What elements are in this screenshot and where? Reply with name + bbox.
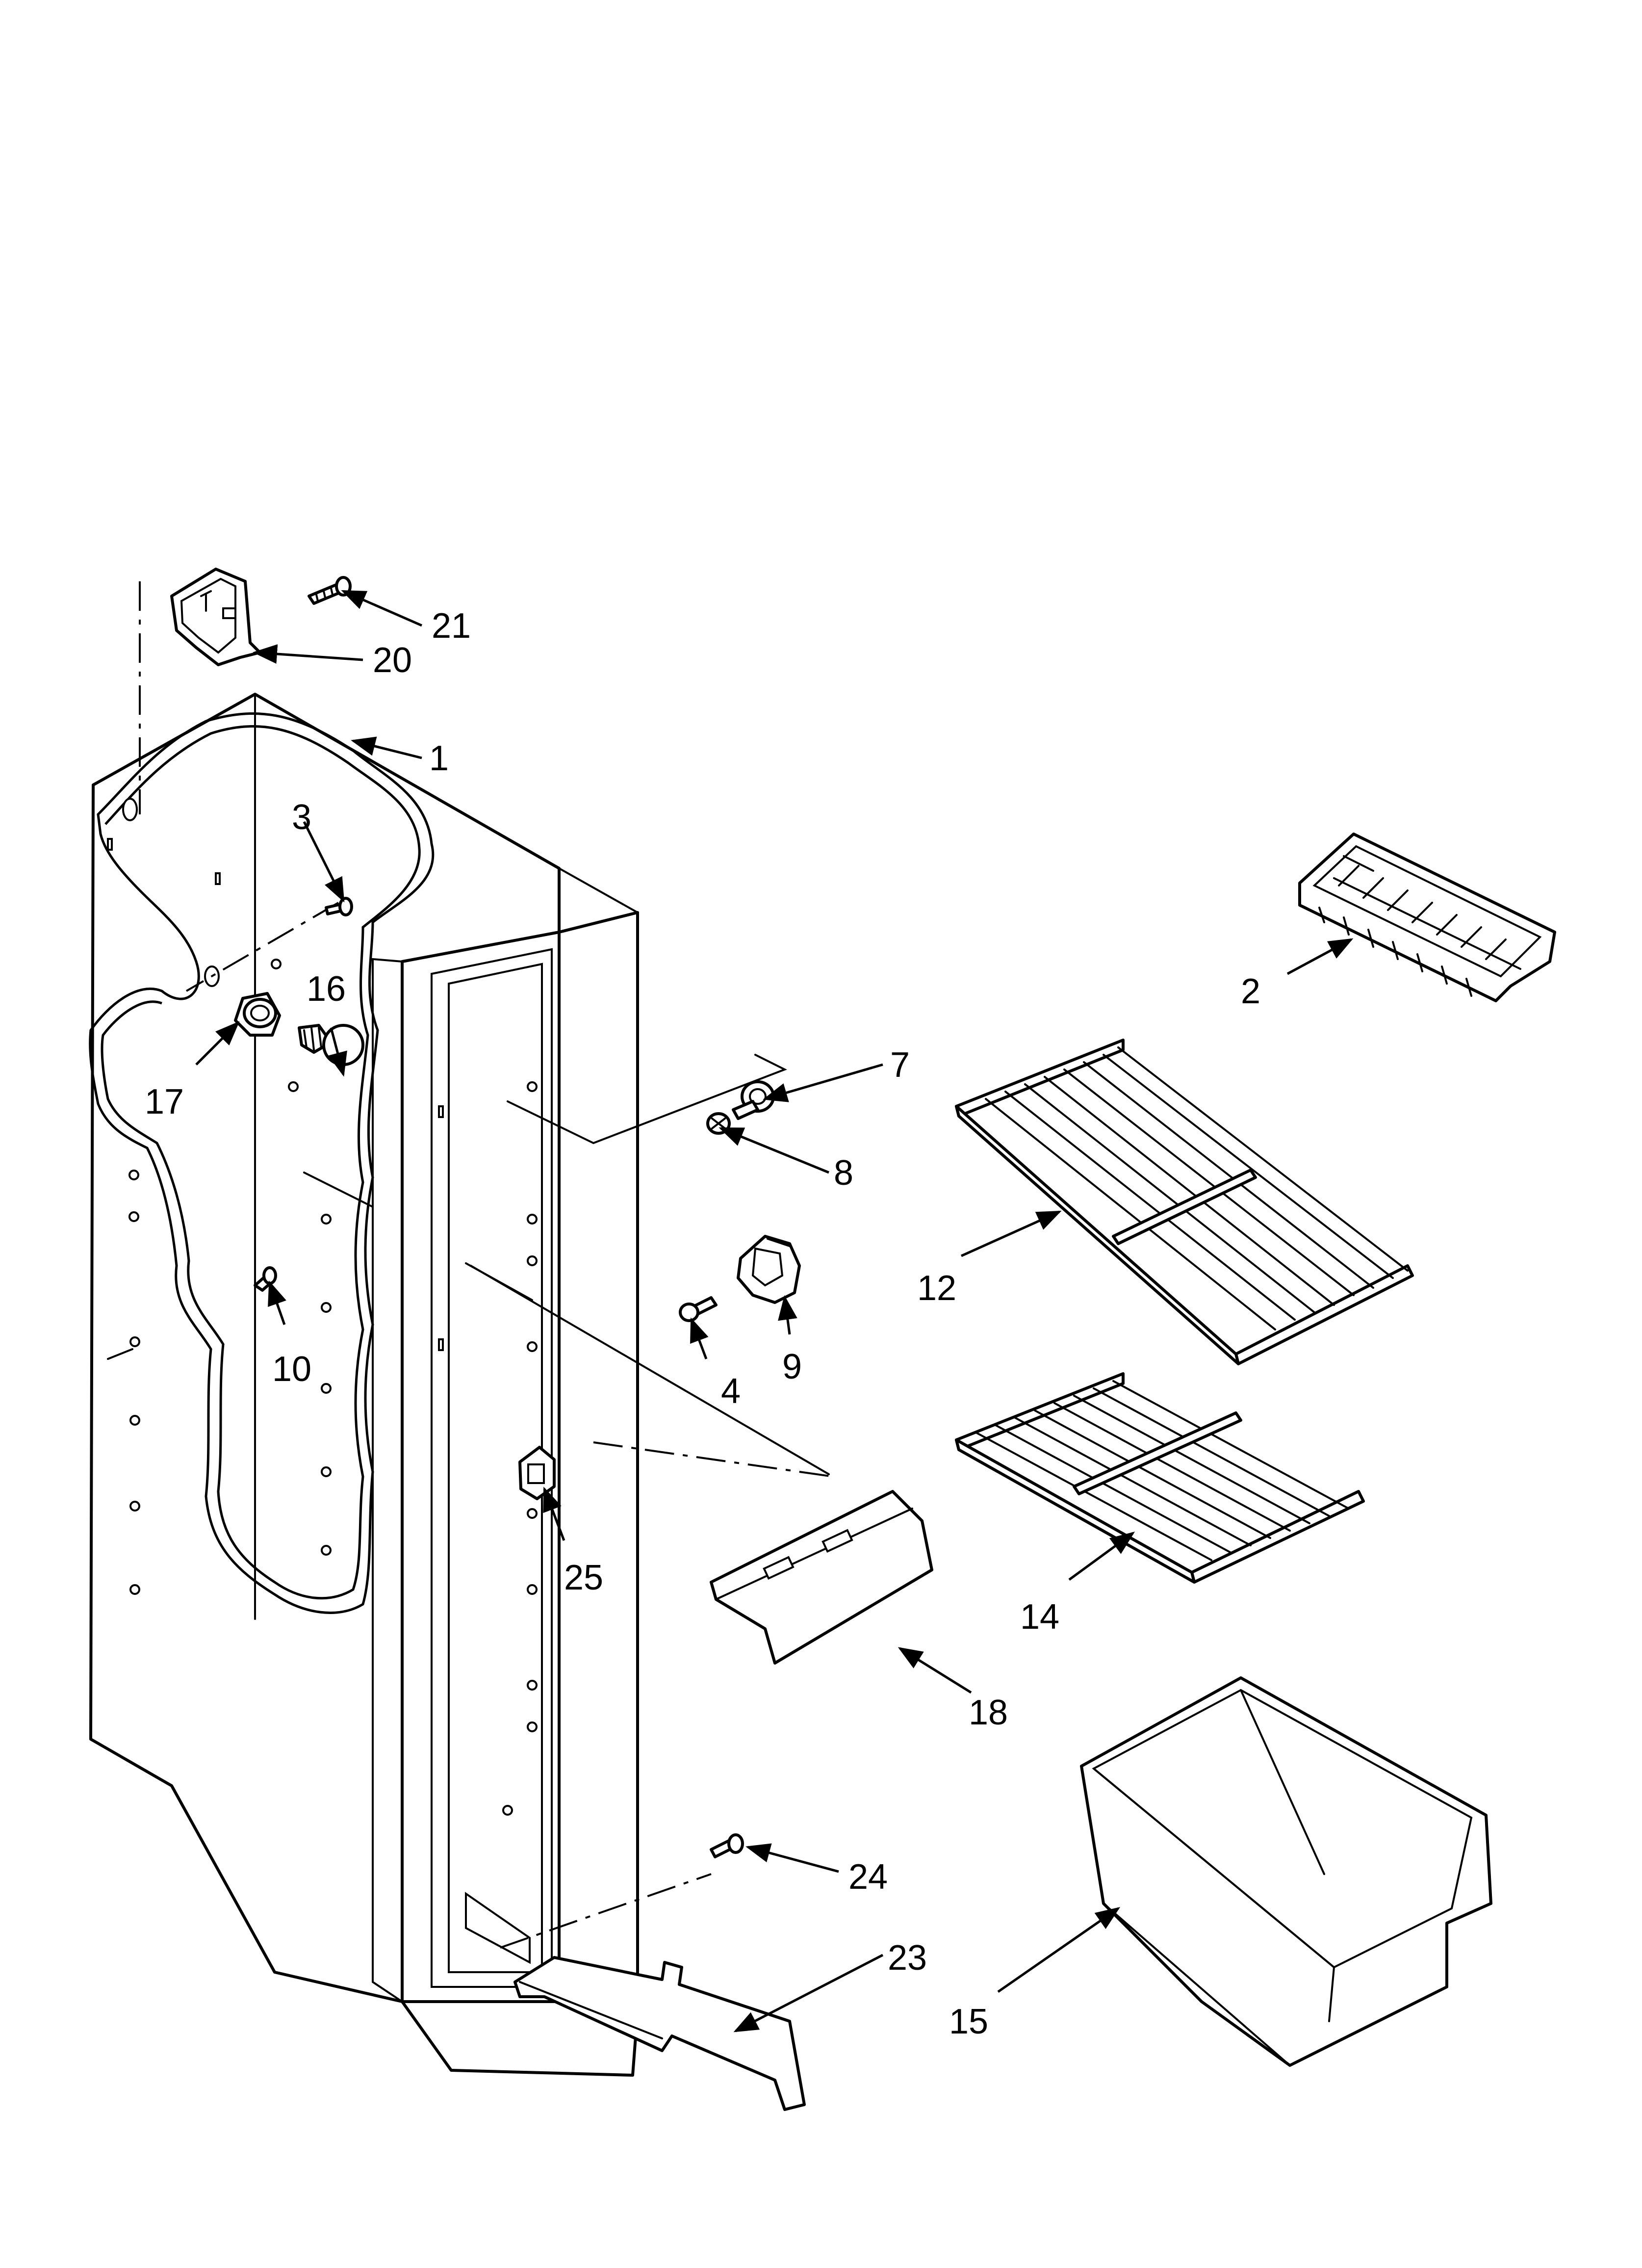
callout-17: 17 (145, 1082, 184, 1121)
wire-shelf-upper-wires (985, 1046, 1409, 1330)
callout-16: 16 (307, 969, 346, 1009)
ice-bin (1080, 1676, 1492, 2067)
callout-25: 25 (564, 1558, 603, 1597)
callout-21: 21 (432, 606, 471, 646)
callout-8: 8 (834, 1153, 853, 1193)
bracket-23 (513, 1956, 806, 2111)
callout-15: 15 (949, 2002, 988, 2041)
callout-labels: 21 20 1 3 16 17 10 7 8 9 4 25 2 12 14 18… (145, 606, 1260, 2041)
light-socket (234, 992, 281, 1037)
callout-12: 12 (917, 1269, 956, 1308)
assembly-lines (139, 581, 834, 1949)
callout-2: 2 (1241, 972, 1260, 1011)
callout-18: 18 (969, 1693, 1008, 1732)
screw-10 (254, 1266, 277, 1292)
callout-leaders (195, 590, 1354, 2033)
freezer-liner (89, 693, 639, 2077)
screw-4 (679, 1296, 718, 1322)
callout-3: 3 (292, 798, 311, 837)
callout-20: 20 (373, 641, 412, 680)
wire-shelf-lower-wires (975, 1380, 1350, 1561)
screw-3 (325, 897, 353, 916)
callout-4: 4 (721, 1372, 741, 1411)
callout-7: 7 (890, 1045, 910, 1085)
thermostat-housing (170, 568, 261, 666)
shelf-18 (710, 1490, 933, 1665)
callout-23: 23 (888, 1938, 927, 1978)
callout-10: 10 (272, 1350, 311, 1389)
callout-1: 1 (429, 739, 449, 778)
callout-9: 9 (782, 1347, 802, 1386)
screw-24 (710, 1833, 744, 1858)
wire-shelf-upper (955, 1039, 1414, 1365)
light-switch (518, 1446, 556, 1500)
ice-tray (1298, 833, 1556, 1002)
callout-24: 24 (848, 1857, 888, 1897)
callout-14: 14 (1020, 1597, 1059, 1637)
ice-tray-cells (1333, 855, 1521, 970)
shelf-support-9 (737, 1235, 801, 1304)
wire-shelf-lower (955, 1372, 1365, 1584)
